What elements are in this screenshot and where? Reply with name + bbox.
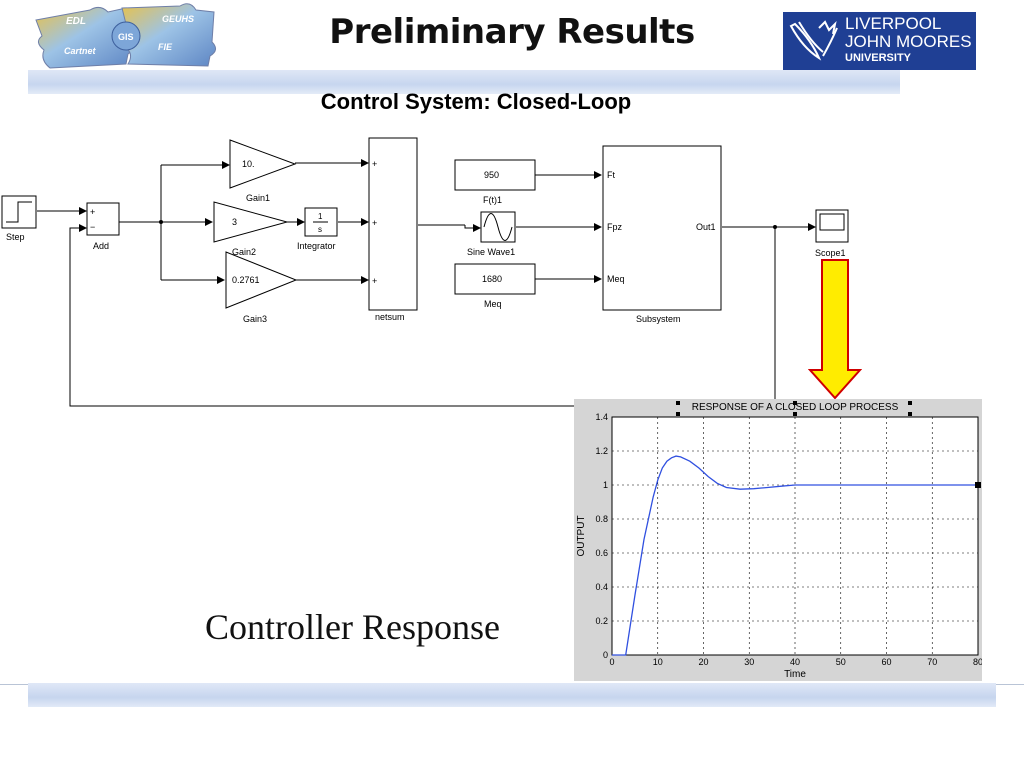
ft-value: 950 [484, 170, 499, 180]
title-handle-bc[interactable] [793, 412, 797, 416]
logo-text-5: Cartnet [64, 46, 97, 56]
logo-text-4: FIE [158, 42, 173, 52]
add-minus-sign: − [90, 222, 95, 232]
puzzle-piece-left [35, 6, 133, 69]
ft-label: F(t)1 [483, 195, 502, 205]
integrator-numerator: 1 [318, 212, 323, 221]
y-tick-label: 0 [603, 650, 608, 660]
slide-subtitle: Control System: Closed-Loop [320, 89, 632, 114]
logo-text-1: EDL [66, 16, 86, 27]
port-out-label: Out1 [696, 222, 716, 232]
globe-icon [111, 21, 141, 51]
x-tick-label: 50 [836, 657, 846, 667]
logo-line-1: LIVERPOOL [845, 14, 942, 33]
chart-xlabel: Time [784, 669, 806, 680]
meq-label: Meq [484, 299, 502, 309]
branch-point-left [159, 220, 163, 224]
university-logo: LIVERPOOL JOHN MOORES UNIVERSITY [783, 12, 976, 70]
add-block[interactable]: + − Add [86, 202, 120, 251]
chart-ylabel: OUTPUT [576, 515, 587, 556]
gain1-value: 10. [242, 159, 255, 169]
logo-text-2: GEUHS [162, 14, 194, 24]
x-tick-label: 30 [744, 657, 754, 667]
wire-sine-in [464, 224, 481, 232]
y-tick-label: 1.2 [595, 446, 608, 456]
title-handle-br[interactable] [908, 412, 912, 416]
x-tick-label: 10 [653, 657, 663, 667]
chart-title: RESPONSE OF A CLOSED LOOP PROCESS [692, 402, 899, 413]
logo-text-3: GIS [118, 32, 134, 42]
y-tick-label: 0.4 [595, 582, 608, 592]
x-tick-label: 80 [973, 657, 982, 667]
gain2-label: Gain2 [232, 247, 256, 257]
port-ft-label: Ft [607, 170, 615, 180]
scope-block[interactable]: Scope1 [815, 209, 849, 258]
step-block[interactable]: Step [1, 195, 37, 242]
meq-constant-block[interactable]: 1680 Meq [454, 263, 536, 309]
gain3-value: 0.2761 [232, 275, 260, 285]
y-tick-label: 0.8 [595, 514, 608, 524]
netsum-label: netsum [375, 312, 405, 322]
y-tick-label: 0.6 [595, 548, 608, 558]
netsum-plus-1: + [372, 159, 377, 169]
y-tick-label: 0.2 [595, 616, 608, 626]
sine-label: Sine Wave1 [467, 247, 515, 257]
gain3-block[interactable]: 0.2761 Gain3 [225, 251, 298, 324]
title-handle-left[interactable] [676, 401, 680, 405]
port-meq-label: Meq [607, 274, 625, 284]
y-tick-label: 1.4 [595, 412, 608, 422]
response-line [612, 455, 978, 656]
x-tick-label: 40 [790, 657, 800, 667]
slide-title: Preliminary Results [329, 12, 695, 52]
gain3-label: Gain3 [243, 314, 267, 324]
chart-ticks: 0 10 20 30 40 50 60 70 80 0 0.2 0.4 0.6 0.8 1 1.2 1.4 [595, 412, 982, 667]
ft-constant-block[interactable]: 950 F(t)1 [454, 159, 536, 205]
logo-line-3: UNIVERSITY [845, 52, 912, 64]
integrator-label: Integrator [297, 241, 336, 251]
integrator-denominator: s [318, 225, 322, 234]
x-tick-label: 0 [609, 657, 614, 667]
header-bar [28, 70, 900, 94]
step-label: Step [6, 232, 25, 242]
sine-wave-block[interactable]: Sine Wave1 [467, 211, 516, 257]
x-tick-label: 20 [698, 657, 708, 667]
simulink-diagram: Step + − Add 10. Gain1 3 Gain2 1 s Integ… [1, 137, 849, 407]
wire-feedback [69, 224, 776, 407]
logo-line-2: JOHN MOORES [845, 32, 972, 51]
y-tick-label: 1 [603, 480, 608, 490]
chart-series [612, 455, 981, 656]
line-end-handle[interactable] [975, 482, 981, 488]
bird-logo-icon [789, 20, 838, 61]
chart-caption: Controller Response [205, 607, 500, 647]
down-arrow-icon [808, 259, 862, 400]
footer-bar [28, 683, 996, 707]
x-tick-label: 70 [927, 657, 937, 667]
add-plus-sign: + [90, 207, 95, 217]
scope-label: Scope1 [815, 248, 846, 258]
gain1-label: Gain1 [246, 193, 270, 203]
puzzle-piece-right [121, 3, 216, 67]
gain2-block[interactable]: 3 Gain2 [213, 201, 289, 257]
subsystem-label: Subsystem [636, 314, 681, 324]
netsum-plus-3: + [372, 276, 377, 286]
meq-value: 1680 [482, 274, 502, 284]
x-tick-label: 60 [881, 657, 891, 667]
gain1-block[interactable]: 10. Gain1 [229, 139, 297, 203]
title-handle-right[interactable] [908, 401, 912, 405]
puzzle-logo: EDL GEUHS GIS FIE Cartnet [35, 3, 216, 69]
title-handle-center[interactable] [793, 401, 797, 405]
integrator-block[interactable]: 1 s Integrator [297, 207, 338, 251]
gain2-value: 3 [232, 217, 237, 227]
title-handle-bl[interactable] [676, 412, 680, 416]
response-chart: 0 10 20 30 40 50 60 70 80 0 0.2 0.4 0.6 0.8 1 1.2 1.4 RE… [574, 399, 982, 681]
add-label: Add [93, 241, 109, 251]
netsum-plus-2: + [372, 218, 377, 228]
port-fpz-label: Fpz [607, 222, 623, 232]
subsystem-block[interactable]: Ft Fpz Meq Out1 Subsystem [602, 145, 722, 324]
netsum-block[interactable]: + + + netsum [368, 137, 418, 322]
branch-point-right [773, 225, 777, 229]
